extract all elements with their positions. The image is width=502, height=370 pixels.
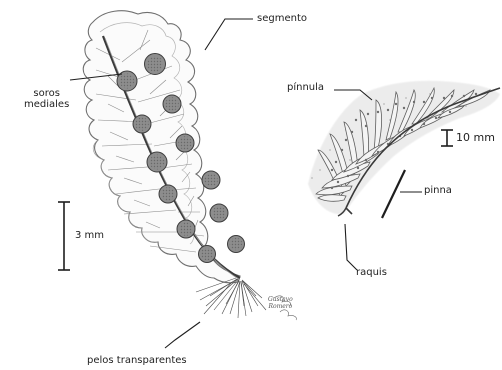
frond-illustration — [308, 81, 500, 216]
sorus — [159, 185, 177, 203]
label-pelos-transparentes: pelos transparentes — [87, 355, 187, 367]
sorus — [228, 236, 245, 253]
signature-text: Gustavo Romero — [268, 296, 293, 310]
scale-bar-right — [441, 130, 453, 146]
sorus — [145, 54, 166, 75]
sorus — [163, 95, 181, 113]
sorus — [177, 220, 195, 238]
sorus — [133, 115, 151, 133]
label-soros-mediales: soros mediales — [24, 88, 69, 110]
segment-blade-outline — [83, 11, 240, 283]
sorus — [199, 246, 216, 263]
segment-illustration — [83, 11, 266, 318]
pinna-bracket — [382, 170, 405, 218]
pelos-leader — [165, 322, 200, 348]
label-scale-right: 10 mm — [456, 131, 495, 144]
sorus — [176, 134, 194, 152]
sorus — [147, 152, 167, 172]
sorus — [202, 171, 220, 189]
label-raquis: raquis — [356, 267, 387, 279]
label-segmento: segmento — [257, 13, 307, 25]
label-pinna: pinna — [424, 185, 452, 197]
label-scale-left: 3 mm — [75, 230, 104, 242]
segmento-leader — [205, 19, 253, 50]
sorus — [210, 204, 228, 222]
raquis-leader — [345, 224, 357, 270]
basal-hairs — [196, 278, 266, 318]
label-pinnula: pínnula — [287, 82, 324, 94]
scale-bar-left — [58, 202, 70, 270]
